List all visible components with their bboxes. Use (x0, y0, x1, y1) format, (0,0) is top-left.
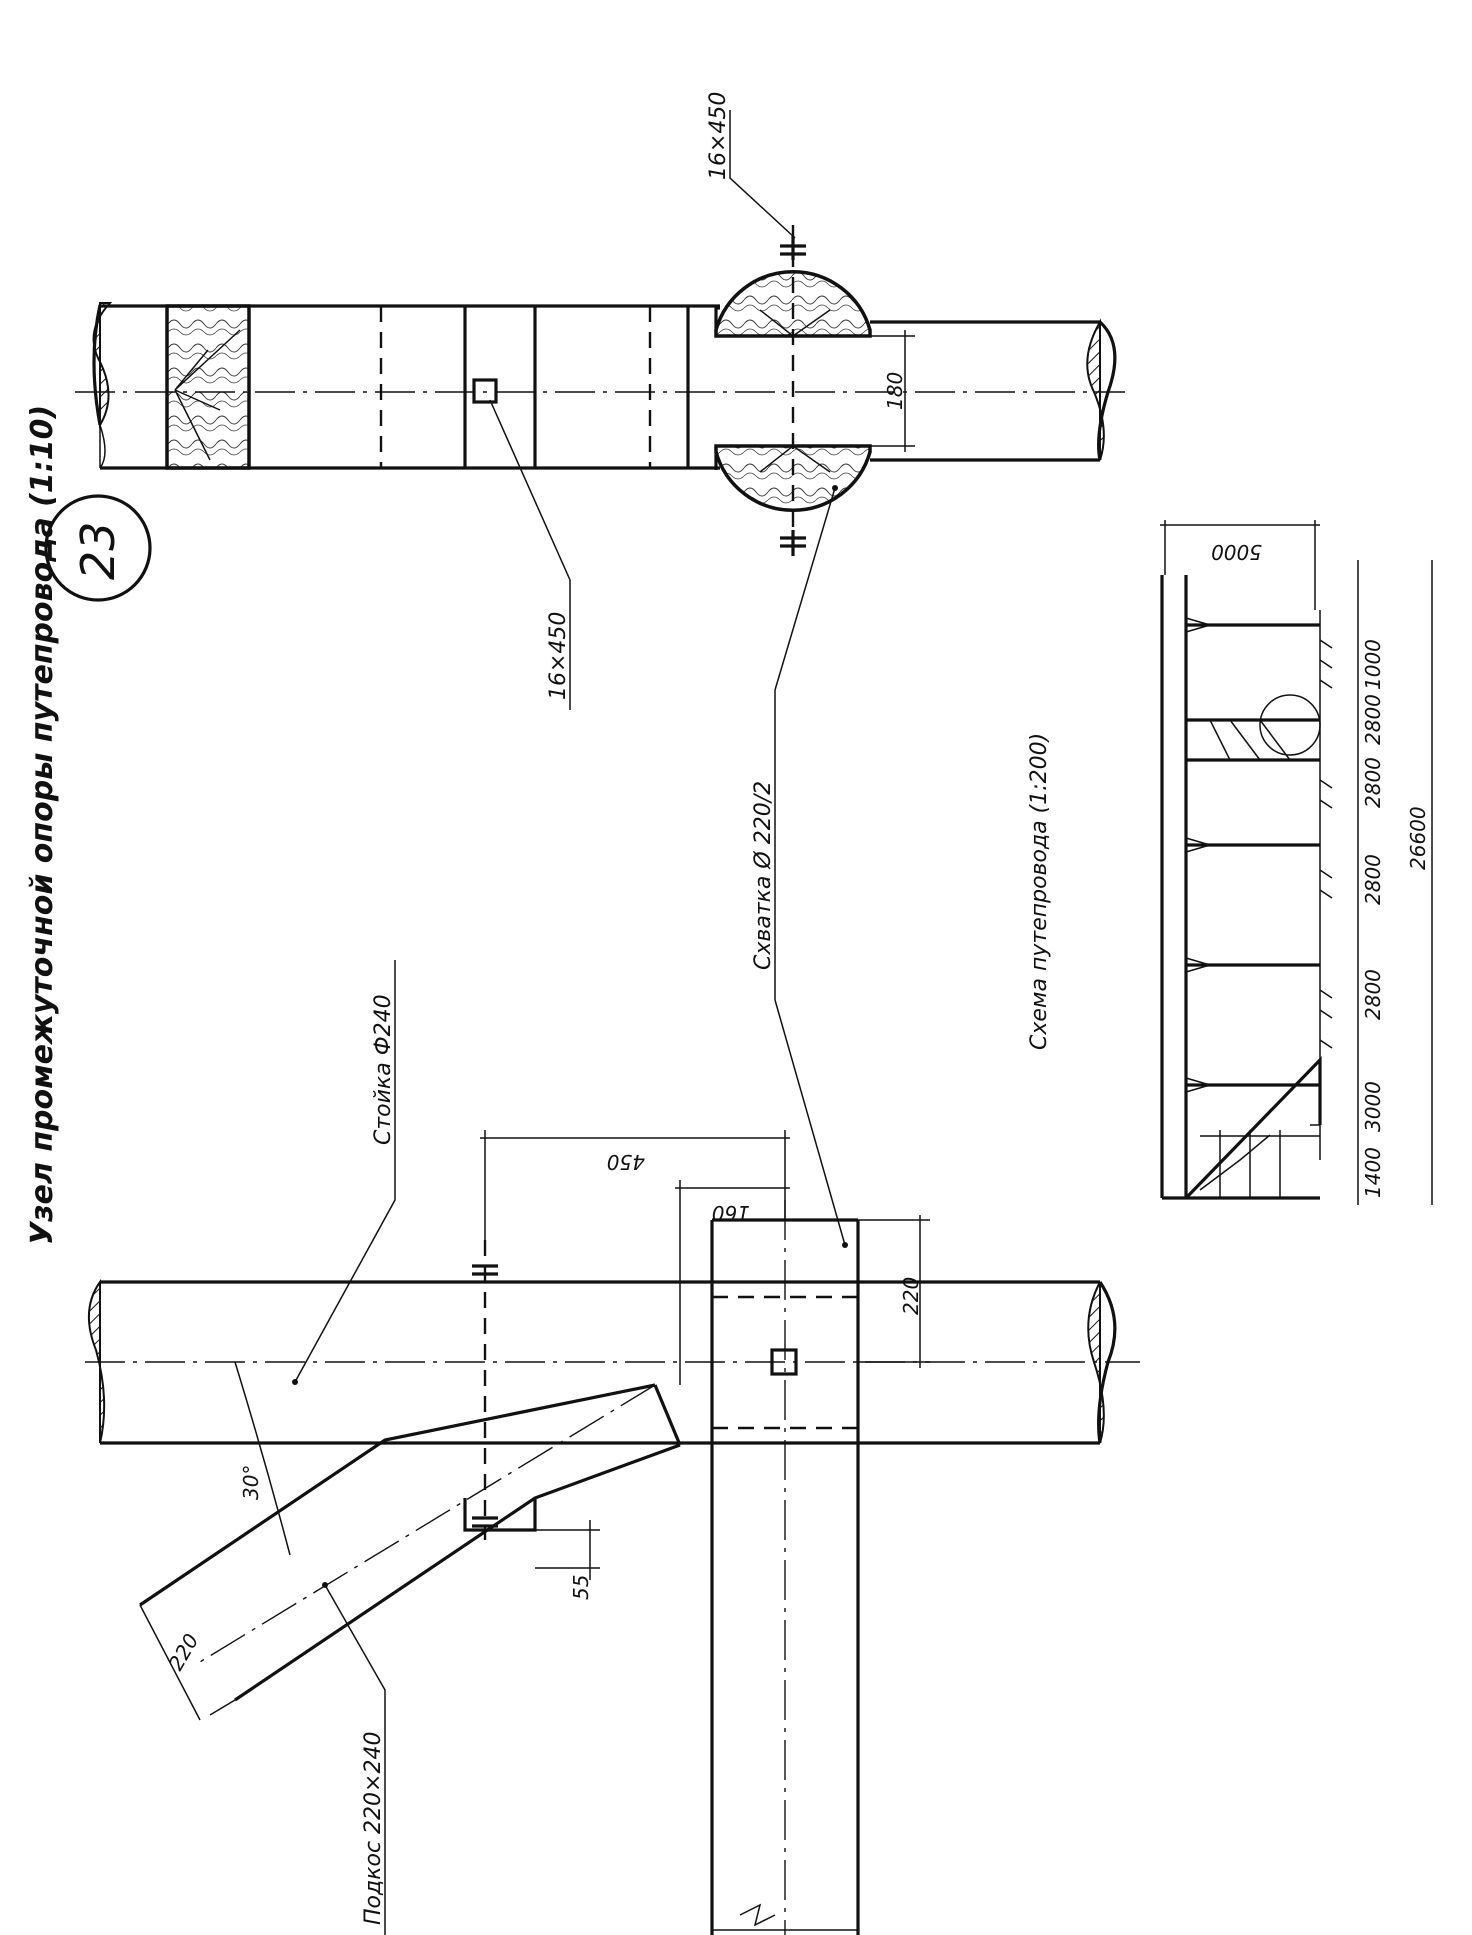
scheme-dim-height: 5000 (1211, 540, 1262, 564)
main-title: Узел промежуточной опоры путепровода (1:… (25, 405, 60, 1245)
scheme-span-3000: 3000 (1361, 1081, 1385, 1132)
label-brace: Подкос 220×240 (361, 1732, 386, 1925)
label-bolt-top: 16×450 (706, 92, 731, 180)
scheme-total: 26600 (1406, 806, 1430, 870)
label-bolt-mid: 16×450 (546, 612, 571, 700)
scheme-span-2800-a: 2800 (1361, 969, 1385, 1020)
viaduct-scheme: 5000 1400 3000 2800 2800 2800 2800 1000 … (1160, 520, 1433, 1205)
bottom-assembly: 30° 450 160 220 55 220 Стойка Ф240 По (85, 960, 1140, 1935)
node-number-badge: 23 (44, 494, 152, 602)
brace-outline (139, 1383, 681, 1702)
dim-55: 55 (569, 1575, 593, 1600)
scheme-span-2800-b: 2800 (1361, 854, 1385, 905)
bolt-square-top (472, 378, 498, 404)
node-number: 23 (71, 521, 125, 580)
dim-180: 180 (883, 372, 907, 410)
bolt-square-bottom (770, 1348, 798, 1376)
wood-end-section (165, 304, 251, 470)
right-break-hatch (1086, 318, 1105, 461)
label-post: Стойка Ф240 (371, 994, 396, 1145)
scheme-span-2800-c: 2800 (1361, 757, 1385, 808)
dim-160: 160 (712, 1201, 750, 1225)
scheme-span-1400: 1400 (1361, 1147, 1385, 1198)
dim-220-clamp: 220 (899, 1277, 923, 1315)
dim-220-brace: 220 (164, 1629, 204, 1674)
scheme-span-1000: 2800 (1361, 694, 1385, 745)
top-assembly: 180 16×450 16×450 Схватка Ø 220/2 (75, 92, 1125, 1000)
clamp-half-bottom (714, 444, 872, 513)
post-left-hatch (87, 1278, 106, 1444)
scheme-title: Схема путепровода (1:200) (1027, 733, 1052, 1050)
dim-450: 450 (607, 1150, 645, 1174)
dim-angle: 30° (239, 1465, 263, 1500)
scheme-piers (1184, 617, 1333, 1200)
label-clamp: Схватка Ø 220/2 (751, 781, 776, 970)
scheme-span-2800-d: 1000 (1361, 639, 1385, 690)
